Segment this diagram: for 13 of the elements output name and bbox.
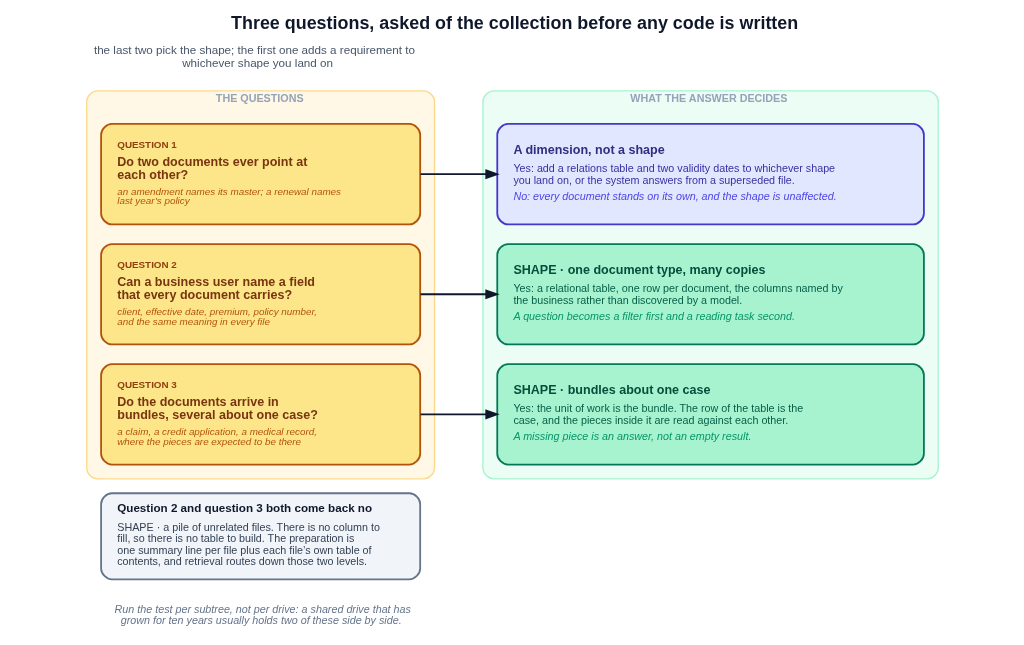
node-box: A dimension, not a shape Yes: add a relations table and two validity dates to whichever shape you land on, or the system answers from a superseded file. No: every document stands on its own, and the shape is unaffected.	[495, 123, 925, 226]
diagram-title: Three questions, asked of the collection before any code is written	[230, 12, 798, 33]
node-box: QUESTION 1 Do two documents ever point at each other? an amendment names its master; a renewal names last year’s policy	[99, 123, 421, 226]
arrow	[419, 289, 500, 300]
arrow	[419, 169, 500, 180]
node-box: QUESTION 2 Can a business user name a field that every document carries? client, effective date, premium, policy number, and the same meaning in every file	[99, 243, 421, 346]
node-box: Question 2 and question 3 both come back no SHAPE · a pile of unrelated files. There is no column to fill, so there is no table to build. The preparation is one summary line per file plus each file’s own table of contents, and retrieval routes down those two levels.	[99, 492, 421, 581]
label: the last two pick the shape; the first one adds a requirement to whichever shape you land on	[93, 43, 415, 69]
node-box: SHAPE · one document type, many copies Yes: a relational table, one row per document, the columns named by the business rather than discovered by a model. A question becomes a filter first and a reading task second.	[495, 243, 925, 346]
node-box: QUESTION 3 Do the documents arrive in bundles, several about one case? a claim, a credit application, a medical record, where the pieces are expected to be there	[99, 363, 421, 466]
arrow	[419, 409, 500, 420]
node-box: SHAPE · bundles about one case Yes: the unit of work is the bundle. The row of the table is the case, and the pieces inside it are read against each other. A missing piece is an answer, not an empty result.	[495, 363, 925, 466]
caption: Run the test per subtree, not per drive: a shared drive that has grown for ten years usually holds two of these side by side.	[114, 602, 411, 626]
